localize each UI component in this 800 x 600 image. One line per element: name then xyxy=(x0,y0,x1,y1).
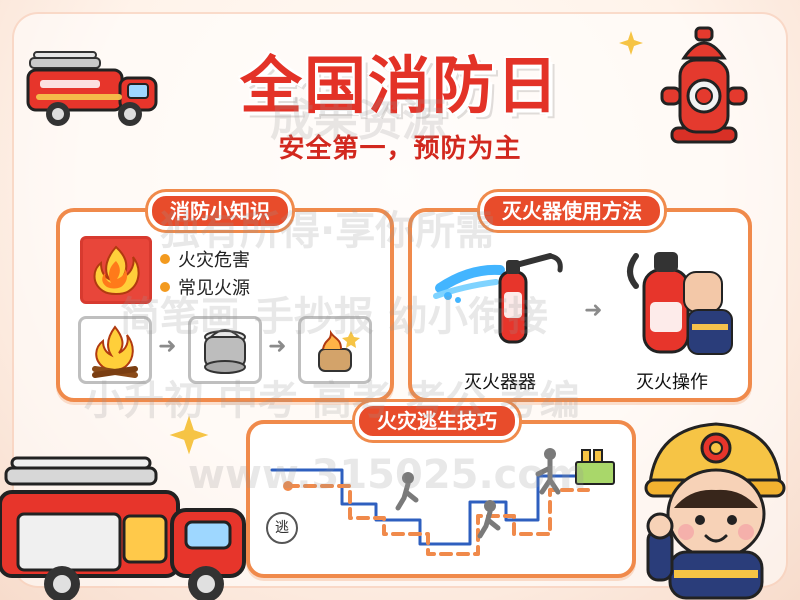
fire-truck-icon xyxy=(0,456,246,600)
bullet-dot xyxy=(160,254,170,264)
tab-knowledge: 消防小知识 xyxy=(148,192,292,230)
extinguisher-label: 灭火器器 xyxy=(464,372,536,393)
exit-sign: 逃 xyxy=(266,512,298,544)
knowledge-bullet-1: 火灾危害 xyxy=(178,250,250,271)
escape-route-map xyxy=(270,448,615,556)
fire-truck-icon xyxy=(26,51,158,126)
page-subtitle: 安全第一，预防为主 xyxy=(278,134,522,164)
person-icon xyxy=(395,472,419,511)
page-title: 全国消防日 xyxy=(239,49,560,122)
knowledge-bullet-2: 常见火源 xyxy=(178,278,250,299)
extinguisher-operation-icon xyxy=(627,252,733,355)
extinguisher-spraying-icon xyxy=(433,253,563,344)
bucket-tile xyxy=(188,316,262,384)
knowledge-bullet: 常见火源 xyxy=(160,274,250,300)
extinguished-tile xyxy=(298,316,372,384)
campfire-tile xyxy=(78,316,152,384)
sparkle-icon xyxy=(619,31,643,55)
tab-escape: 火灾逃生技巧 xyxy=(355,402,519,440)
person-icon xyxy=(535,448,561,495)
extinguished-fire-icon xyxy=(318,329,360,372)
arrow-icon: ➜ xyxy=(158,334,177,359)
tab-extinguisher: 灭火器使用方法 xyxy=(480,192,664,230)
building-icon xyxy=(575,449,615,485)
knowledge-bullet: 火灾危害 xyxy=(160,246,250,272)
bullet-dot xyxy=(160,282,170,292)
bucket-icon xyxy=(204,329,246,374)
flame-icon xyxy=(93,245,140,295)
sparkle-icon xyxy=(169,415,209,455)
campfire-icon xyxy=(92,325,138,378)
escape-panel: 逃 xyxy=(246,420,636,578)
arrow-icon: ➜ xyxy=(268,334,287,359)
fire-warning-card xyxy=(80,236,152,304)
knowledge-panel: 火灾危害 常见火源 ➜ ➜ xyxy=(56,208,394,402)
person-icon xyxy=(477,500,501,539)
extinguisher-panel: ➜ 灭火器器 灭火操作 xyxy=(408,208,752,402)
fire-hydrant-icon xyxy=(660,26,748,144)
operation-label: 灭火操作 xyxy=(636,372,708,393)
firefighter-kid-icon xyxy=(644,422,786,600)
arrow-icon: ➜ xyxy=(584,298,603,323)
